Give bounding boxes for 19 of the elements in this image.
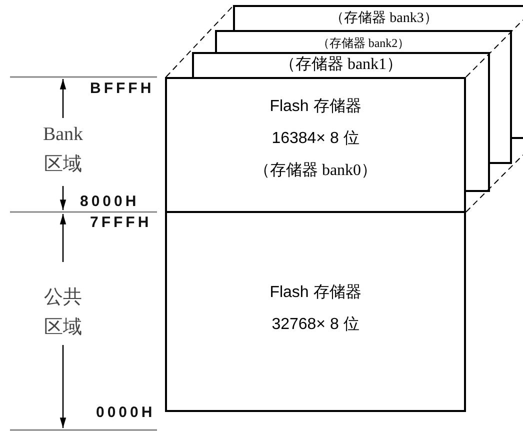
address-label: BFFFH <box>90 80 154 97</box>
block-text: 16384× 8 位 <box>270 129 360 149</box>
block-text: 32768× 8 位 <box>270 315 360 335</box>
memory-bank-panel <box>233 5 523 31</box>
block-title: Flash 存储器 <box>268 283 362 303</box>
bank-label: （存储器 bank2） <box>316 35 411 52</box>
bank-label: （存储器 bank3） <box>329 10 439 28</box>
block-title: Flash 存储器 <box>268 97 362 117</box>
memory-block <box>165 211 466 412</box>
bank-label: （存储器 bank1） <box>278 56 404 74</box>
address-label: 0000H <box>96 404 156 421</box>
memory-block <box>165 77 466 214</box>
address-label: 7FFFH <box>90 214 152 231</box>
address-label: 8000H <box>80 193 140 210</box>
memory-bank-panel <box>215 30 512 53</box>
region-label: 公共区域 <box>43 286 83 340</box>
region-label: Bank 区域 <box>42 123 84 177</box>
memory-bank-panel <box>192 52 490 78</box>
block-text: （存储器 bank0） <box>252 161 378 181</box>
